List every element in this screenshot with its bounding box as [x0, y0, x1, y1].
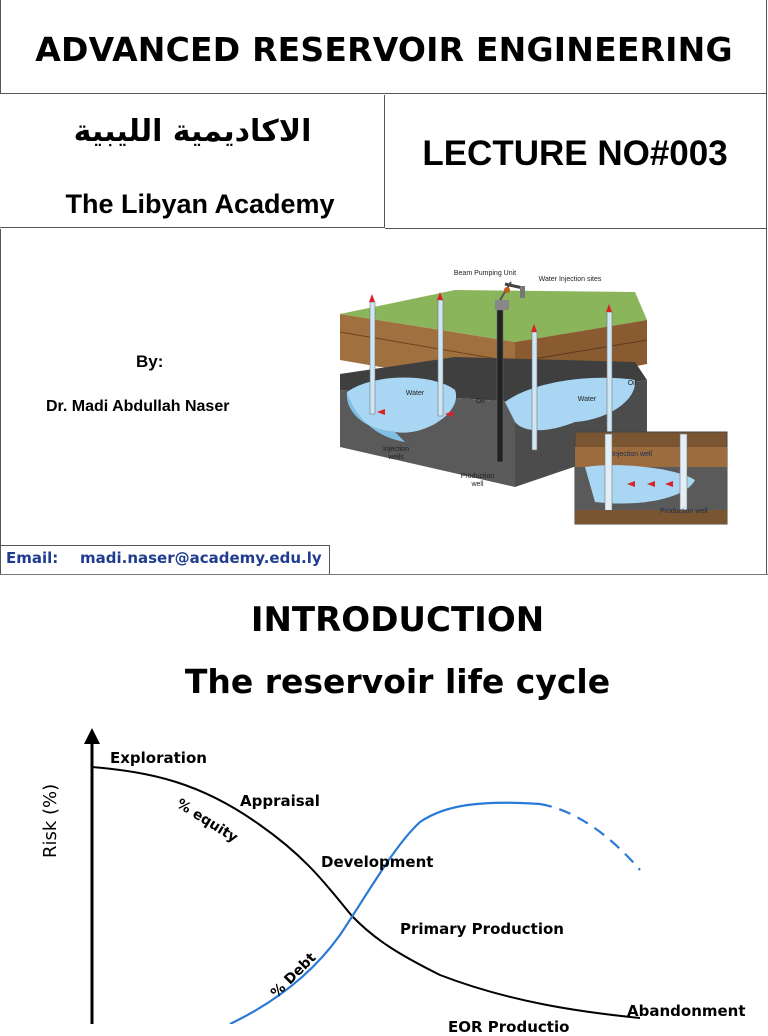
label-water-right: Water — [577, 396, 597, 403]
introduction-heading: INTRODUCTION — [250, 600, 545, 640]
author-name: Dr. Madi Abdullah Naser — [46, 398, 230, 415]
stage-appraisal: Appraisal — [240, 792, 320, 810]
slide-divider — [0, 574, 768, 575]
debt-curve — [229, 801, 541, 1024]
water-zone-right — [505, 377, 636, 431]
injection-well-1 — [369, 301, 376, 415]
by-label: By: — [136, 352, 164, 371]
email-box — [0, 545, 330, 574]
label-production-well: Production well — [460, 473, 495, 488]
academy-name-arabic: الاكاديمية الليبية — [73, 114, 312, 149]
waterflood-diagram — [339, 281, 728, 525]
lecture-number: LECTURE NO#003 — [422, 134, 728, 173]
injection-well-4 — [606, 311, 613, 435]
beam-pumping-unit-icon — [495, 281, 525, 310]
label-beam-pumping-unit: Beam Pumping Unit — [453, 270, 517, 277]
label-oil-center: Oil — [475, 398, 485, 405]
surface-layer — [340, 290, 647, 342]
email-label: Email: — [6, 549, 59, 567]
life-cycle-heading: The reservoir life cycle — [184, 662, 611, 701]
slide-body-frame — [0, 229, 767, 574]
stage-abandonment: Abandonment — [627, 1002, 746, 1020]
title-frame — [0, 0, 767, 94]
y-axis-arrow-icon — [84, 728, 100, 744]
flow-arrows — [369, 292, 612, 417]
label-injection-wells: Injection wells — [382, 446, 410, 461]
academy-name-english: The Libyan Academy — [65, 189, 335, 219]
stage-exploration: Exploration — [110, 749, 207, 767]
label-water-left: Water — [405, 390, 425, 397]
lecture-frame — [385, 93, 767, 229]
label-inset-injection-well: Injection well — [612, 451, 653, 458]
label-oil-right: Oil — [627, 380, 637, 387]
stage-development: Development — [321, 853, 434, 871]
production-well — [496, 309, 504, 463]
stage-eor-production: EOR Productio — [448, 1018, 570, 1036]
equity-curve — [91, 766, 641, 1019]
injection-well-3 — [531, 331, 538, 451]
stage-primary-production: Primary Production — [400, 920, 564, 938]
academy-box — [0, 95, 385, 228]
label-inset-production-well: Production well — [660, 508, 708, 515]
course-title: ADVANCED RESERVOIR ENGINEERING — [35, 30, 733, 69]
label-water-injection-sites: Water Injection sites — [538, 276, 602, 283]
y-axis-label: Risk (%) — [40, 783, 61, 858]
life-cycle-chart — [84, 728, 641, 1024]
injection-well-2 — [437, 299, 444, 417]
inset-detail — [574, 431, 728, 525]
email-address: madi.naser@academy.edu.ly — [80, 549, 322, 567]
debt-curve-projection — [539, 802, 641, 871]
